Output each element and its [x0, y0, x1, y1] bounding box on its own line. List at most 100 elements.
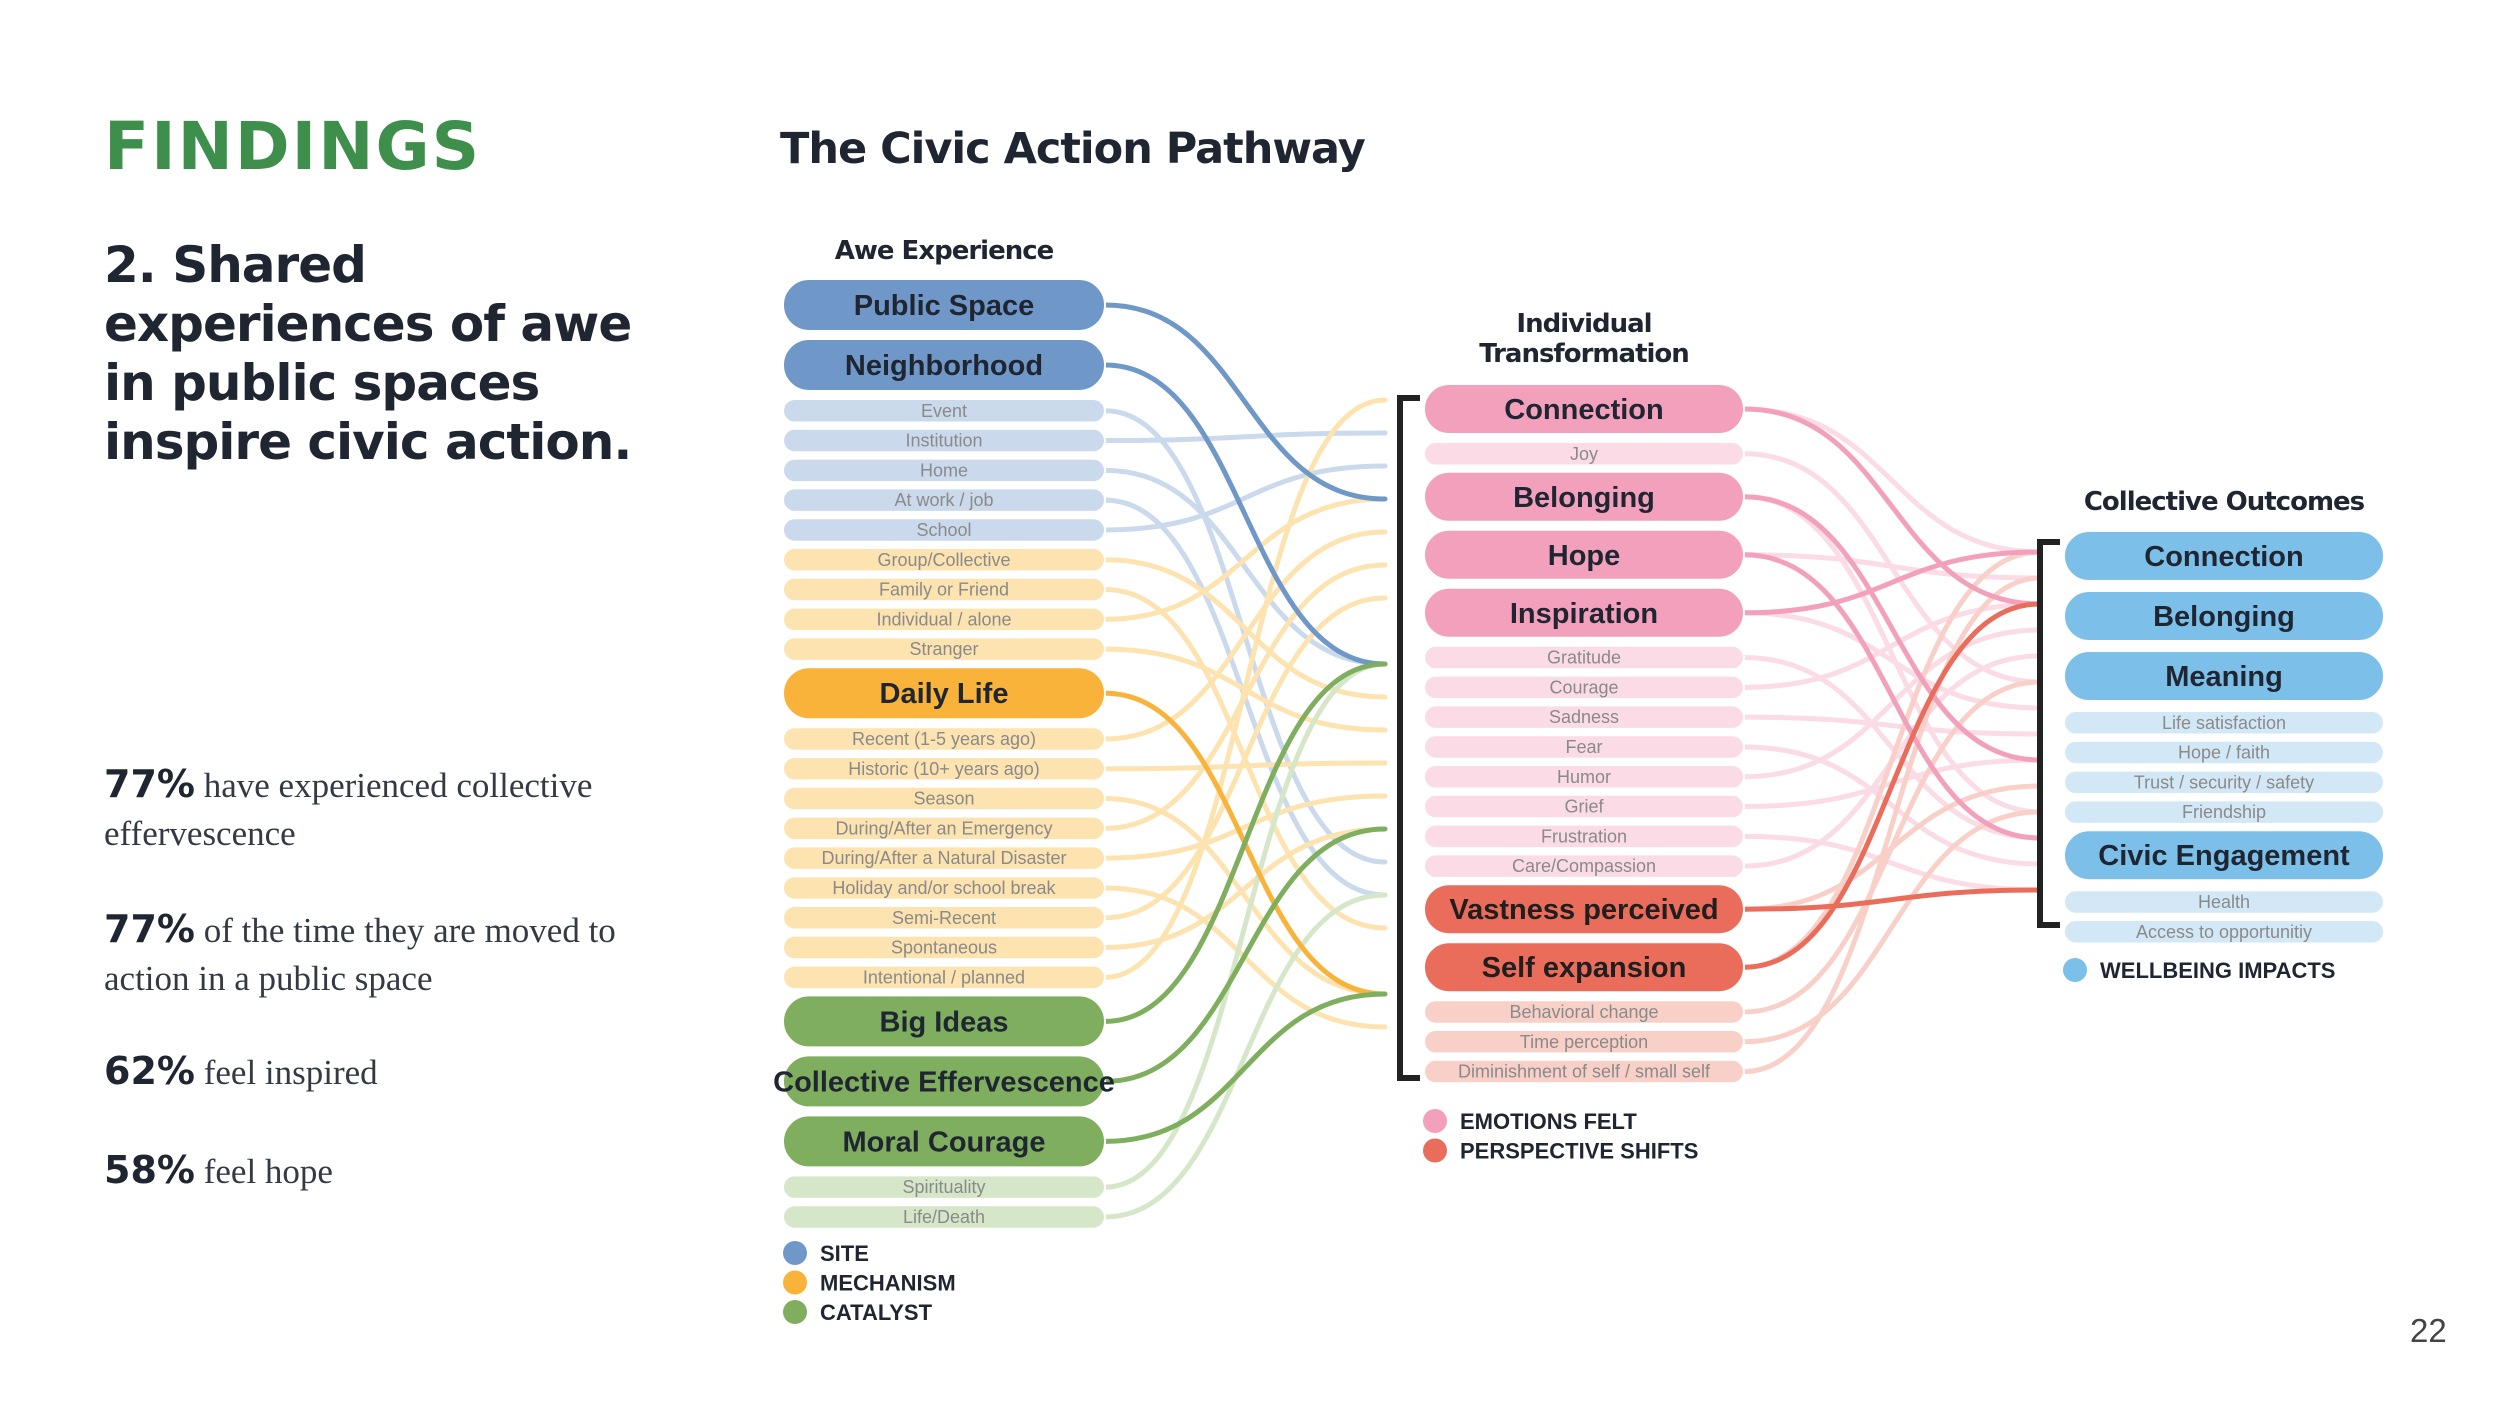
awe-node-moral-courage: Moral Courage: [782, 1114, 1106, 1169]
collective-node-life-satisfaction: Life satisfaction: [2063, 710, 2385, 736]
flow-line: [1741, 655, 2043, 841]
node-pill: [782, 845, 1106, 871]
node-pill: [782, 606, 1106, 633]
individual-node-vastness-perceived: Vastness perceived: [1423, 883, 1745, 936]
node-pill: [2063, 919, 2385, 945]
node-label: Humor: [1557, 767, 1611, 787]
individual-node-time-perception: Time perception: [1423, 1029, 1745, 1055]
stat-hope: 58% feel hope: [104, 1146, 704, 1196]
node-pill: [782, 1054, 1106, 1109]
awe-node-at-work-job: At work / job: [782, 487, 1106, 513]
awe-node-institution: Institution: [782, 427, 1106, 454]
node-pill: [782, 815, 1106, 842]
legend-item-emotions-felt: EMOTIONS FELT: [1423, 1109, 1637, 1134]
node-pill: [1423, 1058, 1745, 1085]
node-pill: [782, 875, 1106, 901]
flow-line: [1102, 397, 1388, 980]
individual-node-connection: Connection: [1423, 383, 1745, 435]
node-label: Semi-Recent: [892, 908, 996, 928]
flow-line: [1102, 467, 1388, 667]
legend-label: MECHANISM: [820, 1271, 956, 1296]
node-pill: [782, 934, 1106, 961]
individual-column-title: Transformation: [1479, 339, 1689, 369]
diagram-title: The Civic Action Pathway: [780, 124, 1366, 174]
flow-line: [1741, 714, 2043, 737]
collective-node-access-to-opportunitiy: Access to opportunitiy: [2063, 919, 2385, 945]
node-label: Sadness: [1549, 707, 1619, 727]
flow-line: [1741, 552, 2043, 581]
node-pill: [2063, 769, 2385, 796]
awe-node-individual-alone: Individual / alone: [782, 606, 1106, 633]
awe-node-group-collective: Group/Collective: [782, 547, 1106, 573]
node-label: Historic (10+ years ago): [848, 759, 1040, 779]
awe-node-daily-life: Daily Life: [782, 666, 1106, 721]
individual-node-gratitude: Gratitude: [1423, 644, 1745, 671]
flow-line: [1102, 529, 1388, 742]
node-label: Time perception: [1520, 1032, 1648, 1052]
node-pill: [782, 398, 1106, 424]
node-label: Health: [2198, 892, 2250, 912]
awe-node-life-death: Life/Death: [782, 1204, 1106, 1230]
node-label: Hope: [1548, 540, 1621, 572]
stat-percent: 58%: [104, 1148, 195, 1192]
node-label: Season: [913, 789, 974, 809]
legend-item-mechanism: MECHANISM: [783, 1270, 956, 1296]
node-label: Recent (1-5 years ago): [852, 729, 1036, 749]
node-pill: [1423, 470, 1745, 523]
awe-node-home: Home: [782, 457, 1106, 484]
flow-line: [1102, 796, 1388, 997]
node-label: Life satisfaction: [2162, 713, 2286, 733]
collective-node-belonging: Belonging: [2063, 590, 2385, 642]
legend-label: PERSPECTIVE SHIFTS: [1460, 1139, 1698, 1164]
node-pill: [782, 427, 1106, 454]
flow-line: [1741, 601, 2043, 690]
node-label: Gratitude: [1547, 648, 1621, 668]
node-pill: [782, 457, 1106, 484]
awe-node-recent-1-5-years-ago: Recent (1-5 years ago): [782, 726, 1106, 752]
legend-swatch: [783, 1300, 807, 1324]
individual-node-care-compassion: Care/Compassion: [1423, 853, 1745, 879]
page-heading: 2. Shared experiences of awe in public s…: [104, 236, 632, 471]
node-label: Spontaneous: [891, 938, 997, 958]
flow-line: [1741, 549, 2043, 616]
node-pill: [1423, 704, 1745, 730]
legend-label: WELLBEING IMPACTS: [2100, 958, 2335, 983]
collective-node-hope-faith: Hope / faith: [2063, 739, 2385, 766]
node-pill: [782, 487, 1106, 513]
node-pill: [2063, 799, 2385, 825]
awe-column-title: Awe Experience: [835, 236, 1054, 266]
node-pill: [1423, 528, 1745, 581]
node-label: Belonging: [1513, 482, 1655, 514]
individual-node-belonging: Belonging: [1423, 470, 1745, 523]
node-label: Institution: [905, 431, 982, 451]
node-pill: [782, 726, 1106, 752]
awe-node-historic-10-years-ago: Historic (10+ years ago): [782, 756, 1106, 782]
node-label: Fear: [1565, 737, 1602, 757]
node-label: Access to opportunitiy: [2136, 922, 2312, 942]
flow-line: [1102, 793, 1388, 861]
node-pill: [2063, 739, 2385, 766]
awe-node-intentional-planned: Intentional / planned: [782, 964, 1106, 991]
node-pill: [782, 576, 1106, 603]
node-label: Meaning: [2165, 661, 2283, 693]
node-pill: [1423, 793, 1745, 820]
flow-line: [1741, 406, 2043, 607]
awe-node-holiday-and-or-school-break: Holiday and/or school break: [782, 875, 1106, 901]
individual-node-fear: Fear: [1423, 734, 1745, 760]
node-label: Diminishment of self / small self: [1458, 1062, 1711, 1082]
individual-node-joy: Joy: [1423, 441, 1745, 467]
node-pill: [782, 785, 1106, 812]
node-label: Big Ideas: [880, 1006, 1009, 1038]
flow-line: [1741, 406, 2043, 555]
bracket: [2037, 539, 2060, 928]
node-pill: [2063, 710, 2385, 736]
node-label: Family or Friend: [879, 580, 1009, 600]
node-pill: [782, 636, 1106, 662]
node-pill: [1423, 674, 1745, 701]
node-label: Home: [920, 460, 968, 480]
node-pill: [782, 905, 1106, 931]
legend-label: CATALYST: [820, 1300, 933, 1325]
node-label: Joy: [1570, 444, 1598, 464]
node-label: Connection: [2144, 541, 2304, 573]
